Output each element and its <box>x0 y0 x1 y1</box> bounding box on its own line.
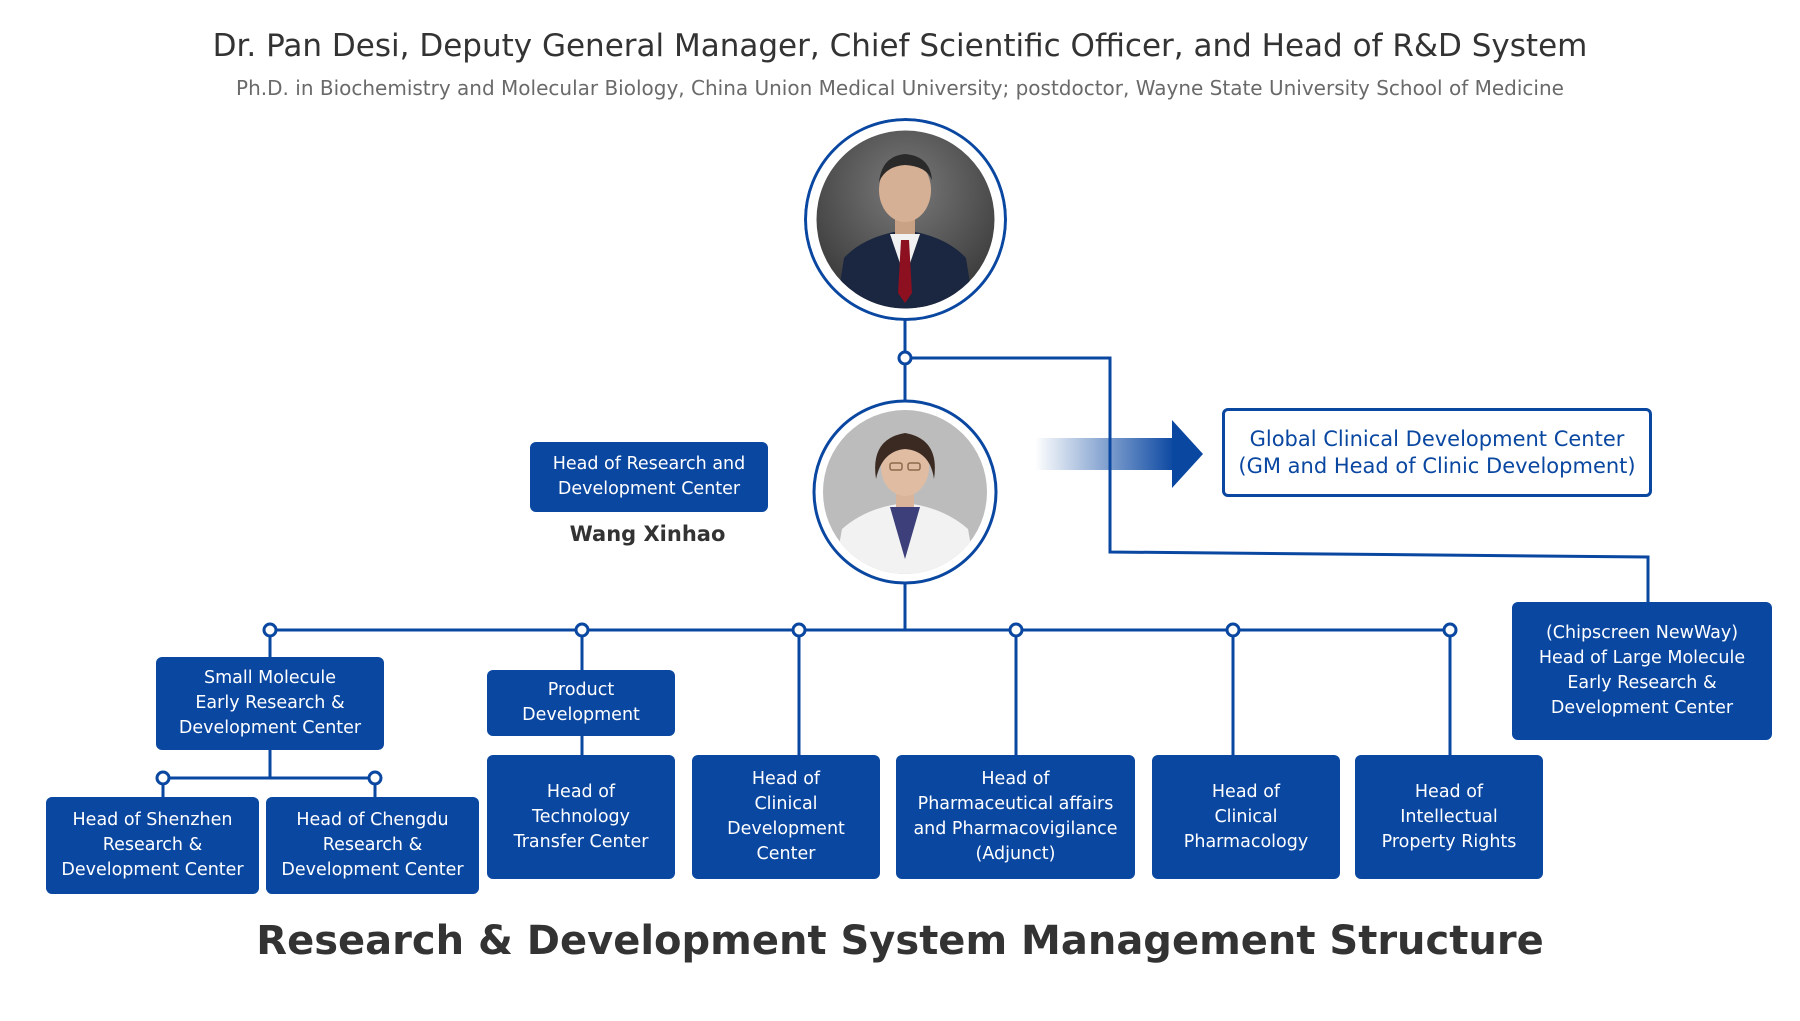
clinical-pharmacology-box: Head of Clinical Pharmacology <box>1152 755 1340 879</box>
connector-node <box>155 770 171 786</box>
connector-node <box>1225 622 1241 638</box>
right-arrow-icon <box>1035 420 1203 488</box>
page-title: Dr. Pan Desi, Deputy General Manager, Ch… <box>212 28 1588 64</box>
global-clinical-box: Global Clinical Development Center (GM a… <box>1222 408 1652 497</box>
large-molecule-box: (Chipscreen NewWay) Head of Large Molecu… <box>1512 602 1772 740</box>
clinical-development-box: Head of Clinical Development Center <box>692 755 880 879</box>
man-portrait-icon <box>804 118 1007 321</box>
intellectual-property-box: Head of Intellectual Property Rights <box>1355 755 1543 879</box>
connector-node <box>1442 622 1458 638</box>
pharmaceutical-affairs-box: Head of Pharmaceutical affairs and Pharm… <box>896 755 1135 879</box>
diagram-title: Research & Development System Management… <box>256 918 1544 964</box>
woman-portrait-icon <box>812 399 998 585</box>
page-subtitle: Ph.D. in Biochemistry and Molecular Biol… <box>236 76 1564 100</box>
small-molecule-box: Small Molecule Early Research & Developm… <box>156 657 384 750</box>
connector-node <box>1008 622 1024 638</box>
connector-node <box>574 622 590 638</box>
connector-node <box>897 350 913 366</box>
rd-head-role-box: Head of Research and Development Center <box>530 442 768 512</box>
product-development-box: Product Development <box>487 670 675 736</box>
technology-transfer-box: Head of Technology Transfer Center <box>487 755 675 879</box>
chengdu-rd-box: Head of Chengdu Research & Development C… <box>266 797 479 894</box>
rd-head-name: Wang Xinhao <box>569 522 726 546</box>
connector-node <box>367 770 383 786</box>
connector-node <box>262 622 278 638</box>
shenzhen-rd-box: Head of Shenzhen Research & Development … <box>46 797 259 894</box>
connector-node <box>791 622 807 638</box>
